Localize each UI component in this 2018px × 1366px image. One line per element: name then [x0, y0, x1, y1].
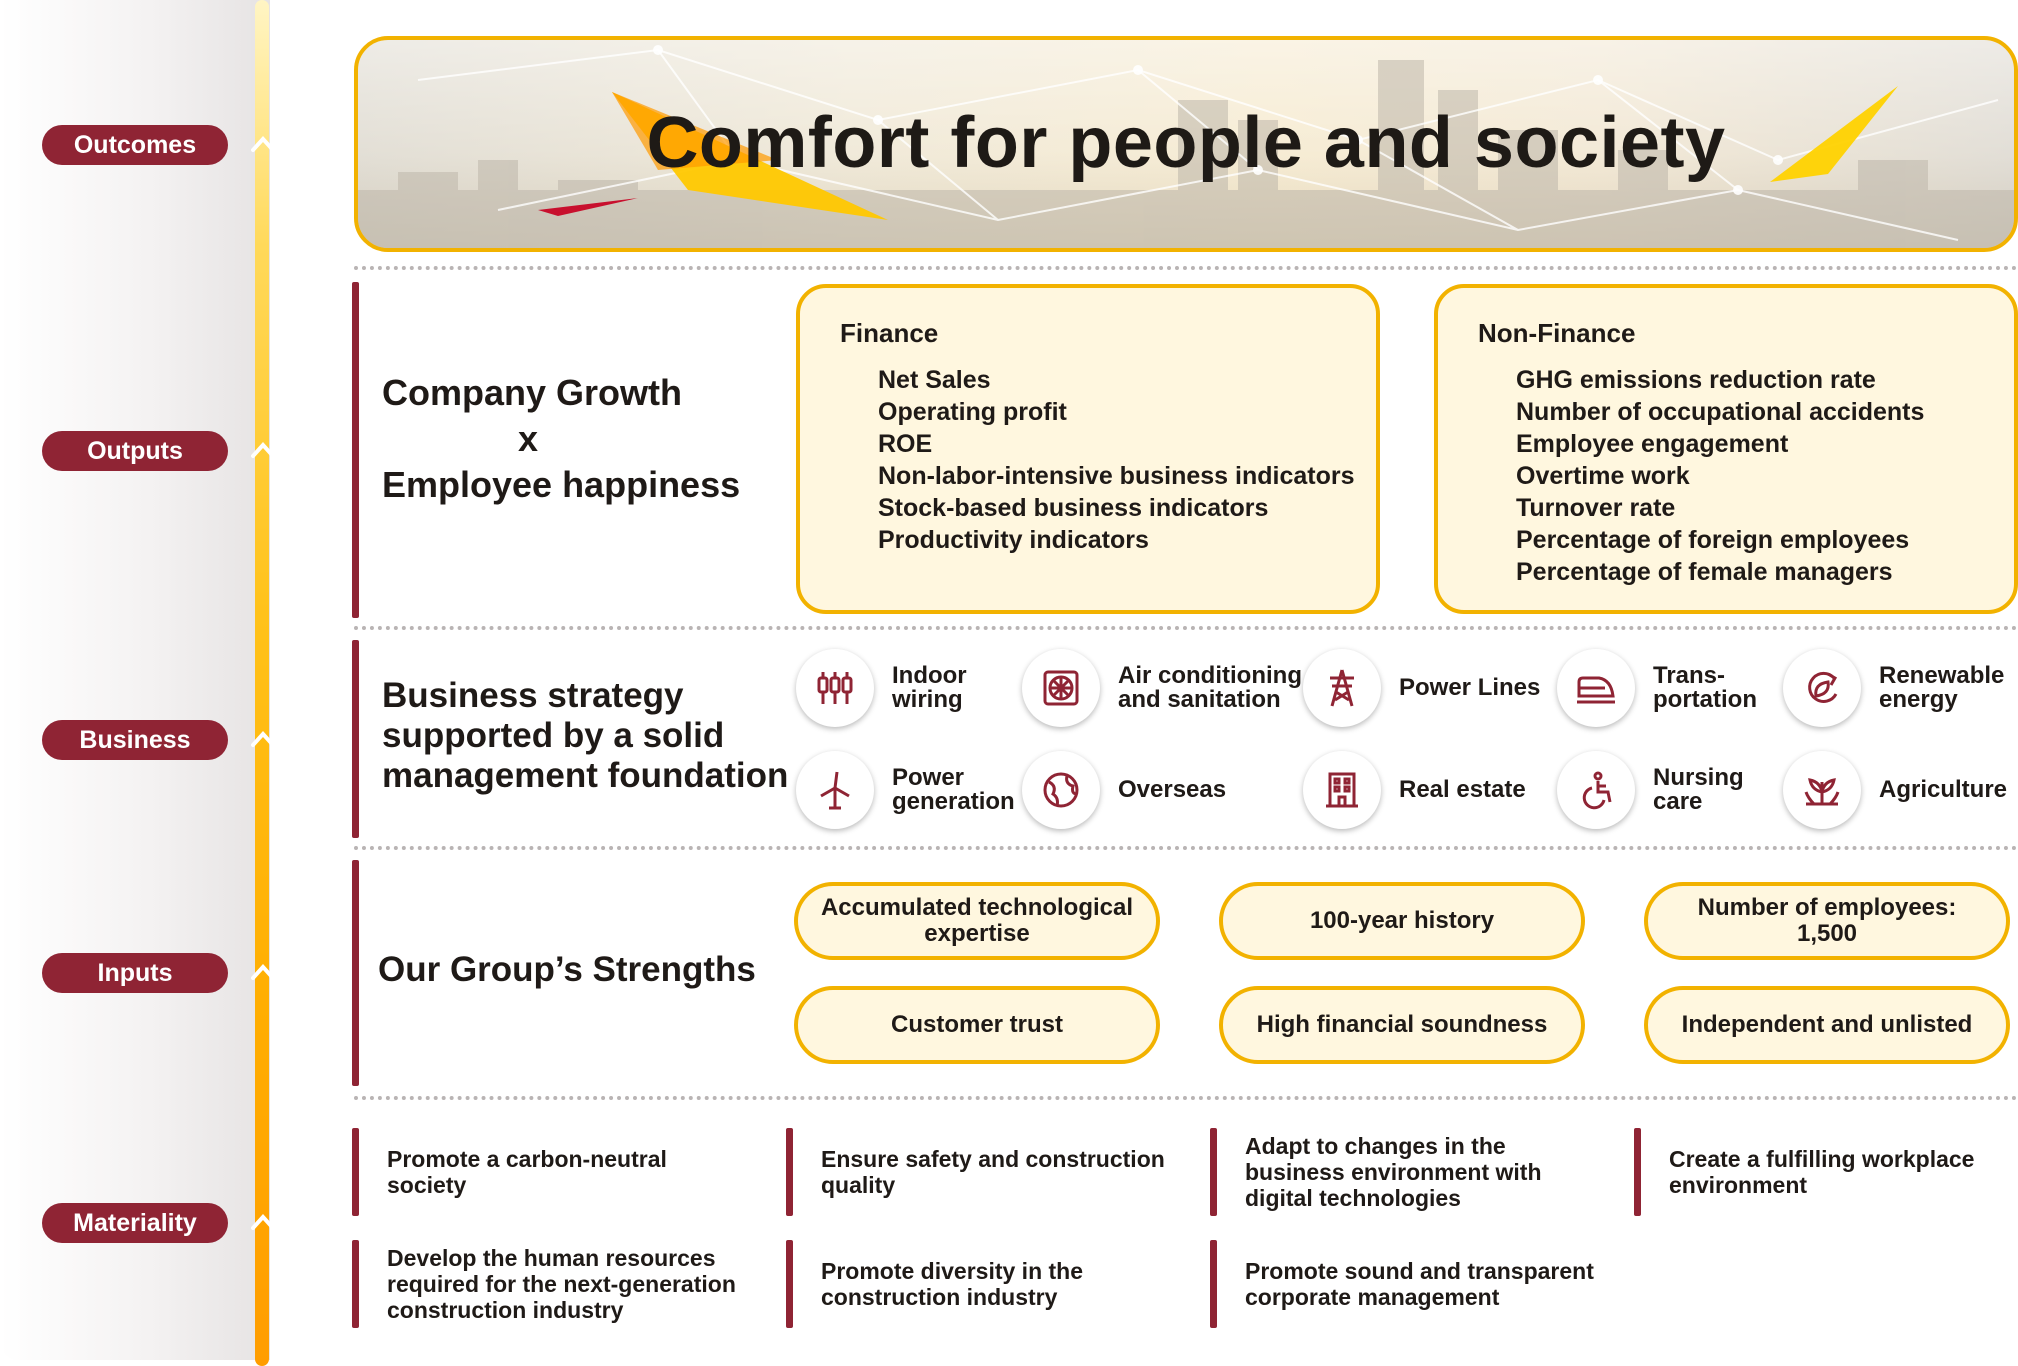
- section-divider: [354, 846, 2018, 850]
- power-lines-icon: [1303, 649, 1381, 727]
- materiality-item: Create a fulfilling workplace environmen…: [1634, 1128, 2014, 1216]
- finance-title: Finance: [840, 318, 939, 348]
- business-real-estate: Real estate: [1303, 751, 1526, 829]
- business-agriculture: Agriculture: [1783, 751, 2007, 829]
- section-bar: [352, 640, 359, 838]
- chevron-up-icon: [251, 136, 275, 152]
- wheelchair-icon: [1557, 751, 1635, 829]
- section-divider: [354, 266, 2018, 270]
- list-item: Stock-based business indicators: [878, 494, 1269, 522]
- building-icon: [1303, 751, 1381, 829]
- list-item: ROE: [878, 430, 933, 458]
- stage-inputs: Inputs: [42, 953, 228, 993]
- banner-title: Comfort for people and society: [646, 103, 1726, 183]
- strength-pill: Number of employees: 1,500: [1644, 882, 2010, 960]
- list-item: Number of occupational accidents: [1516, 398, 1925, 426]
- list-item: Operating profit: [878, 398, 1067, 426]
- list-item: Percentage of female managers: [1516, 558, 1893, 586]
- stage-materiality: Materiality: [42, 1203, 228, 1243]
- materiality-item: Develop the human resources required for…: [352, 1240, 752, 1328]
- outcomes-banner: Comfort for people and society: [354, 36, 2018, 252]
- wind-turbine-icon: [796, 751, 874, 829]
- non-finance-list: GHG emissions reduction rate Number of o…: [1516, 364, 1924, 588]
- section-bar: [352, 860, 359, 1086]
- business-nursing-care: Nursing care: [1557, 751, 1744, 829]
- business-indoor-wiring: Indoor wiring: [796, 649, 967, 727]
- materiality-item: Adapt to changes in the business environ…: [1210, 1128, 1610, 1216]
- list-item: GHG emissions reduction rate: [1516, 366, 1876, 394]
- chevron-up-icon: [251, 964, 275, 980]
- chevron-up-icon: [251, 442, 275, 458]
- section-divider: [354, 626, 2018, 630]
- chevron-up-icon: [251, 731, 275, 747]
- stage-progress-line: [255, 0, 269, 1366]
- plant-icon: [1783, 751, 1861, 829]
- list-item: Overtime work: [1516, 462, 1690, 490]
- finance-list: Net Sales Operating profit ROE Non-labor…: [878, 364, 1354, 556]
- strength-pill: Independent and unlisted: [1644, 986, 2010, 1064]
- stage-outcomes: Outcomes: [42, 125, 228, 165]
- company-growth-heading: Company Growth x Employee happiness: [382, 372, 741, 505]
- non-finance-title: Non-Finance: [1478, 318, 1636, 348]
- section-bar: [352, 282, 359, 618]
- business-air-conditioning: Air conditioning and sanitation: [1022, 649, 1302, 727]
- strength-pill: High financial soundness: [1219, 986, 1585, 1064]
- stage-outputs: Outputs: [42, 431, 228, 471]
- air-conditioning-icon: [1022, 649, 1100, 727]
- finance-box: Finance Net Sales Operating profit ROE N…: [796, 284, 1380, 614]
- business-transportation: Trans- portation: [1557, 649, 1757, 727]
- materiality-item: Promote diversity in the construction in…: [786, 1240, 1186, 1328]
- indoor-wiring-icon: [796, 649, 874, 727]
- globe-icon: [1022, 751, 1100, 829]
- list-item: Net Sales: [878, 366, 991, 394]
- list-item: Percentage of foreign employees: [1516, 526, 1910, 554]
- city-network-illustration: [358, 45, 2014, 248]
- business-strategy-heading: Business strategy supported by a solid m…: [382, 676, 789, 795]
- list-item: Productivity indicators: [878, 526, 1149, 554]
- list-item: Employee engagement: [1516, 430, 1789, 458]
- stage-column: [0, 0, 270, 1360]
- business-power-generation: Power generation: [796, 751, 1015, 829]
- strengths-heading: Our Group’s Strengths: [378, 950, 756, 989]
- business-overseas: Overseas: [1022, 751, 1226, 829]
- train-icon: [1557, 649, 1635, 727]
- materiality-item: Promote sound and transparent corporate …: [1210, 1240, 1630, 1328]
- stage-business: Business: [42, 720, 228, 760]
- materiality-item: Ensure safety and construction quality: [786, 1128, 1186, 1216]
- business-power-lines: Power Lines: [1303, 649, 1540, 727]
- strength-pill: Customer trust: [794, 986, 1160, 1064]
- strength-pill: 100-year history: [1219, 882, 1585, 960]
- list-item: Turnover rate: [1516, 494, 1676, 522]
- non-finance-box: Non-Finance GHG emissions reduction rate…: [1434, 284, 2018, 614]
- list-item: Non-labor-intensive business indicators: [878, 462, 1355, 490]
- business-renewable-energy: Renewable energy: [1783, 649, 2004, 727]
- section-divider: [354, 1096, 2018, 1100]
- strength-pill: Accumulated technological expertise: [794, 882, 1160, 960]
- chevron-up-icon: [251, 1214, 275, 1230]
- renewable-energy-icon: [1783, 649, 1861, 727]
- materiality-item: Promote a carbon-neutral society: [352, 1128, 752, 1216]
